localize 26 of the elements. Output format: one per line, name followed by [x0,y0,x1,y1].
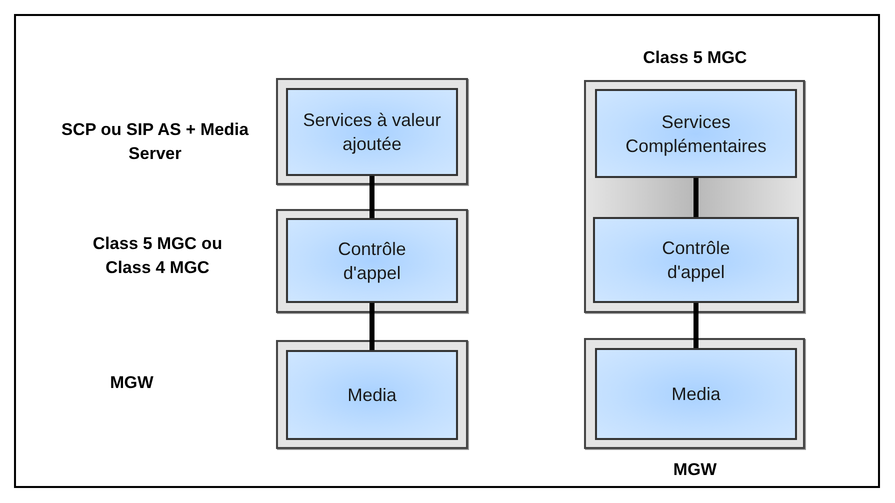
component-label: MGW [672,459,718,481]
box-label: Contrôle d'appel [336,238,408,284]
component-label: Class 5 MGC ou Class 4 MGC [92,233,224,279]
process-box [595,348,797,440]
connector-line [694,178,698,217]
frame-box [584,338,805,449]
box-label: Contrôle d'appel [660,237,732,284]
connector-line [370,303,374,350]
process-box [595,89,797,178]
frame-box [276,209,468,313]
component-label: Class 5 MGC [642,47,748,69]
box-label: Media [671,383,721,406]
frame-box [276,340,468,449]
connector-line [694,303,698,348]
frame-box [276,78,468,185]
process-box [286,350,458,440]
frame-box [584,80,805,313]
component-label: MGW [110,372,154,394]
process-box [593,217,799,303]
box-label: Media [347,384,397,407]
component-label: SCP ou SIP AS + Media Server [60,119,250,165]
process-box [286,218,458,303]
connector-line [370,176,374,218]
process-box [286,88,458,176]
box-label: Services Complémentaires [624,110,768,158]
box-label: Services à valeur ajoutée [302,109,442,156]
